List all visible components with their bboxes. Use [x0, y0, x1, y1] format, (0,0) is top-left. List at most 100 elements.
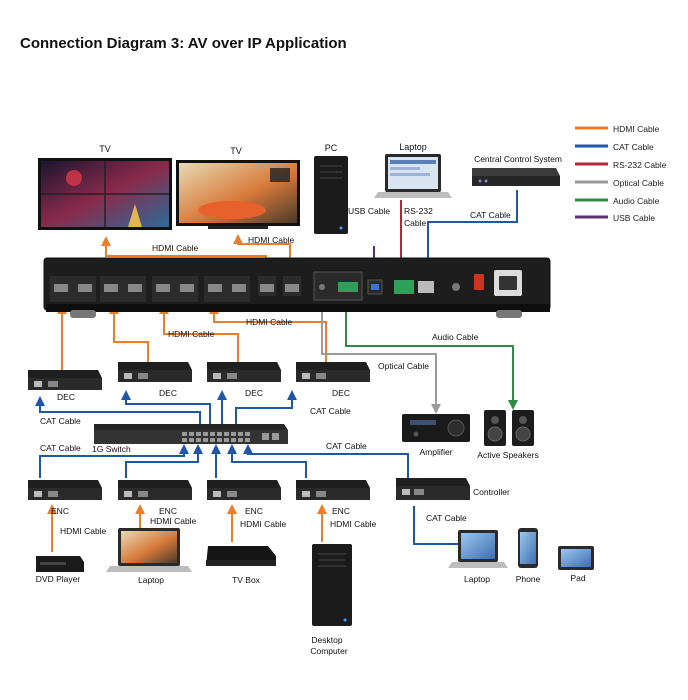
pad: Pad — [558, 546, 594, 583]
tv-right: TV — [176, 146, 300, 229]
cables — [35, 190, 518, 552]
central-control: Central Control System — [472, 154, 562, 186]
dec-unit: DEC — [296, 362, 370, 398]
phone-label: Phone — [516, 574, 541, 584]
speakers-label: Active Speakers — [477, 450, 538, 460]
cat-cable-devices — [413, 506, 472, 549]
central-control-label: Central Control System — [474, 154, 562, 164]
matrix-switcher — [43, 257, 551, 318]
amplifier: Amplifier — [402, 414, 470, 457]
enc-label: ENC — [51, 506, 69, 516]
cable-labels: HDMI Cable HDMI Cable USB Cable RS-232 C… — [40, 206, 511, 536]
cable-label-cat-enc-right: CAT Cable — [326, 441, 367, 451]
cable-label-cat-controller: CAT Cable — [426, 513, 467, 523]
laptop-right-label: Laptop — [464, 574, 490, 584]
laptop-top: Laptop — [374, 142, 452, 198]
legend-label: HDMI Cable — [613, 124, 660, 134]
cable-label-hdmi-laptop: HDMI Cable — [150, 516, 197, 526]
dec-unit: DEC — [207, 362, 281, 398]
tv-box: TV Box — [206, 546, 276, 585]
laptop-bottom: Laptop — [106, 528, 192, 585]
desktop-label-line2: Computer — [310, 646, 347, 656]
diagram-title: Connection Diagram 3: AV over IP Applica… — [20, 35, 347, 52]
hdmi-cable-dec4 — [209, 304, 327, 364]
controller: Controller — [396, 478, 510, 500]
tv-right-label: TV — [230, 146, 242, 156]
cat-cable-central — [423, 190, 518, 282]
cable-label-cat-dec-right: CAT Cable — [310, 406, 351, 416]
hdmi-cable-tv2 — [233, 234, 291, 266]
legend-item-audio: Audio Cable — [575, 196, 660, 206]
cable-label-hdmi-dec-right: HDMI Cable — [246, 317, 293, 327]
cable-label-rs232-line1: RS-232 — [404, 206, 433, 216]
hdmi-cable-dec2 — [109, 304, 149, 364]
enc-unit: ENC — [118, 480, 192, 516]
cat-cable-dec4 — [235, 390, 297, 424]
cable-label-optical: Optical Cable — [378, 361, 429, 371]
hdmi-cable-dec3 — [159, 304, 239, 364]
enc-label: ENC — [159, 506, 177, 516]
tv-box-label: TV Box — [232, 575, 261, 585]
pc-label: PC — [325, 143, 338, 153]
desktop-label-line1: Desktop — [311, 635, 342, 645]
tv-left: TV — [38, 144, 172, 230]
dec-label: DEC — [245, 388, 263, 398]
legend-label: RS-232 Cable — [613, 160, 667, 170]
legend-item-usb: USB Cable — [575, 213, 655, 223]
optical-cable — [321, 308, 441, 414]
enc-unit: ENC — [296, 480, 370, 516]
phone: Phone — [516, 528, 541, 584]
laptop-top-label: Laptop — [399, 142, 427, 152]
enc-label: ENC — [245, 506, 263, 516]
dec-label: DEC — [332, 388, 350, 398]
switch-label: 1G Switch — [92, 444, 131, 454]
laptop-right: Laptop — [448, 530, 508, 584]
audio-cable — [345, 308, 518, 410]
cat-cable-dec1 — [35, 396, 201, 424]
controller-label: Controller — [473, 487, 510, 497]
network-switch: 1G Switch — [92, 424, 288, 454]
cable-label-hdmi-tv1: HDMI Cable — [152, 243, 199, 253]
dec-units: DEC DEC DEC DEC — [28, 362, 370, 402]
cable-label-hdmi-tv2: HDMI Cable — [248, 235, 295, 245]
dec-unit: DEC — [28, 370, 102, 402]
active-speakers: Active Speakers — [477, 410, 539, 460]
legend-label: Optical Cable — [613, 178, 664, 188]
cable-label-hdmi-dec-left: HDMI Cable — [168, 329, 215, 339]
cable-label-usb: USB Cable — [348, 206, 390, 216]
cat-cable-controller — [243, 444, 409, 478]
cable-label-hdmi-tvbox: HDMI Cable — [240, 519, 287, 529]
dvd-player-label: DVD Player — [36, 574, 81, 584]
enc-units: ENC ENC ENC ENC — [28, 480, 370, 516]
cat-cable-enc4 — [227, 444, 307, 478]
cable-label-cat-dec-left: CAT Cable — [40, 416, 81, 426]
cable-label-cat-enc-left: CAT Cable — [40, 443, 81, 453]
cat-cable-dec2 — [121, 390, 211, 424]
cat-cable-enc2 — [125, 444, 203, 478]
dec-label: DEC — [159, 388, 177, 398]
dec-unit: DEC — [118, 362, 192, 398]
legend-item-optical: Optical Cable — [575, 178, 664, 188]
pc-tower — [314, 156, 348, 234]
enc-unit: ENC — [28, 480, 102, 516]
desktop-computer: Desktop Computer — [310, 544, 352, 656]
dec-label: DEC — [57, 392, 75, 402]
dvd-player: DVD Player — [36, 556, 84, 584]
legend: HDMI Cable CAT Cable RS-232 Cable Optica… — [575, 124, 667, 223]
legend-label: Audio Cable — [613, 196, 660, 206]
cat-cable-enc1 — [39, 444, 189, 478]
cable-label-cat-central: CAT Cable — [470, 210, 511, 220]
amplifier-label: Amplifier — [419, 447, 452, 457]
legend-item-rs232: RS-232 Cable — [575, 160, 667, 170]
legend-label: CAT Cable — [613, 142, 654, 152]
legend-item-cat: CAT Cable — [575, 142, 654, 152]
cable-label-hdmi-dvd: HDMI Cable — [60, 526, 107, 536]
cable-label-rs232-line2: Cable — [404, 218, 426, 228]
cable-label-audio: Audio Cable — [432, 332, 479, 342]
laptop-bottom-label: Laptop — [138, 575, 164, 585]
tv-left-label: TV — [99, 144, 111, 154]
enc-unit: ENC — [207, 480, 281, 516]
legend-label: USB Cable — [613, 213, 655, 223]
